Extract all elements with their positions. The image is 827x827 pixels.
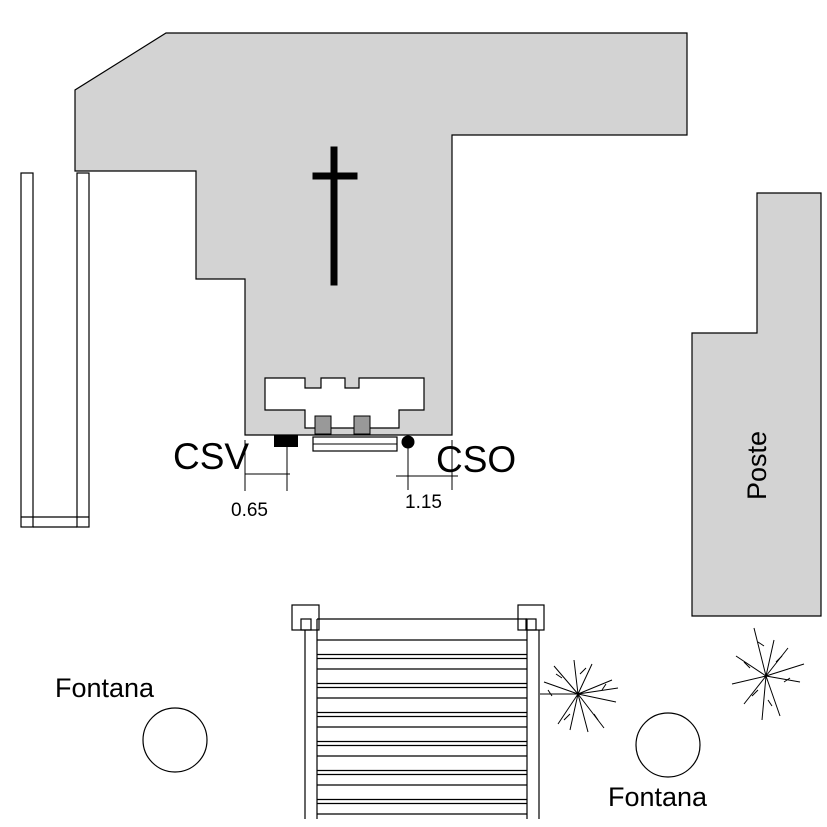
csv-marker (244, 435, 298, 491)
church-building (74, 32, 688, 436)
door-right (353, 415, 371, 435)
church-facade (264, 377, 425, 452)
fountain-right (635, 712, 701, 778)
csv-distance-label: 0.65 (231, 500, 268, 521)
palm-plant-icon (731, 627, 805, 721)
cso-label: CSO (436, 439, 516, 480)
left-portico (20, 172, 90, 528)
csv-label: CSV (173, 436, 249, 477)
cross-icon (312, 146, 358, 286)
poste-label: Poste (742, 431, 772, 500)
fountain-left (142, 707, 208, 773)
poste-building (691, 192, 822, 617)
palm-plant-icon (540, 659, 619, 733)
cso-marker (396, 435, 458, 490)
fontana-left-label: Fontana (55, 673, 155, 703)
staircase (291, 604, 545, 819)
door-left (314, 415, 332, 435)
fontana-right-label: Fontana (608, 782, 708, 812)
cso-distance-label: 1.15 (405, 492, 442, 513)
